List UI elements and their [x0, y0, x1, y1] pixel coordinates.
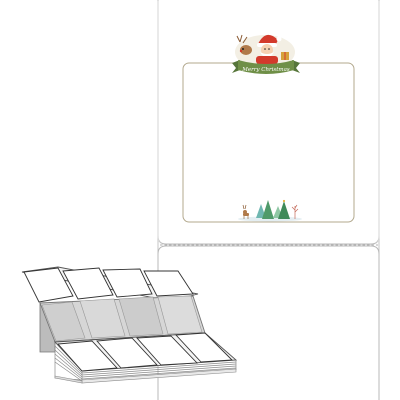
- bare-tree-icon: [291, 204, 299, 219]
- fold-label: [96, 337, 158, 369]
- sheet-stack-edges: [54, 344, 237, 382]
- deer-icon: [242, 204, 249, 219]
- fold-label: [143, 270, 194, 297]
- ribbon-banner: Merry Christmas: [232, 60, 300, 74]
- reindeer-icon: [236, 34, 252, 55]
- fanfold-stack-illustration: [21, 266, 238, 384]
- santa-icon: [256, 34, 282, 64]
- fold-label: [62, 267, 114, 300]
- fanfold-top-panel: [21, 266, 199, 303]
- tree-icon: [262, 200, 274, 219]
- fold-label: [136, 335, 199, 366]
- fanfold-middle-panel: [39, 295, 206, 353]
- santa-reindeer-icon: Merry Christmas: [232, 34, 300, 74]
- fold-label: [175, 332, 234, 363]
- banner-text: Merry Christmas: [241, 67, 290, 73]
- fold-label: [57, 340, 118, 372]
- fold-label: [102, 268, 153, 298]
- winter-trees-icon: [238, 199, 302, 222]
- fanfold-bottom-panel: [54, 332, 238, 384]
- fold-label: [23, 267, 74, 303]
- tree-icon: [278, 201, 290, 219]
